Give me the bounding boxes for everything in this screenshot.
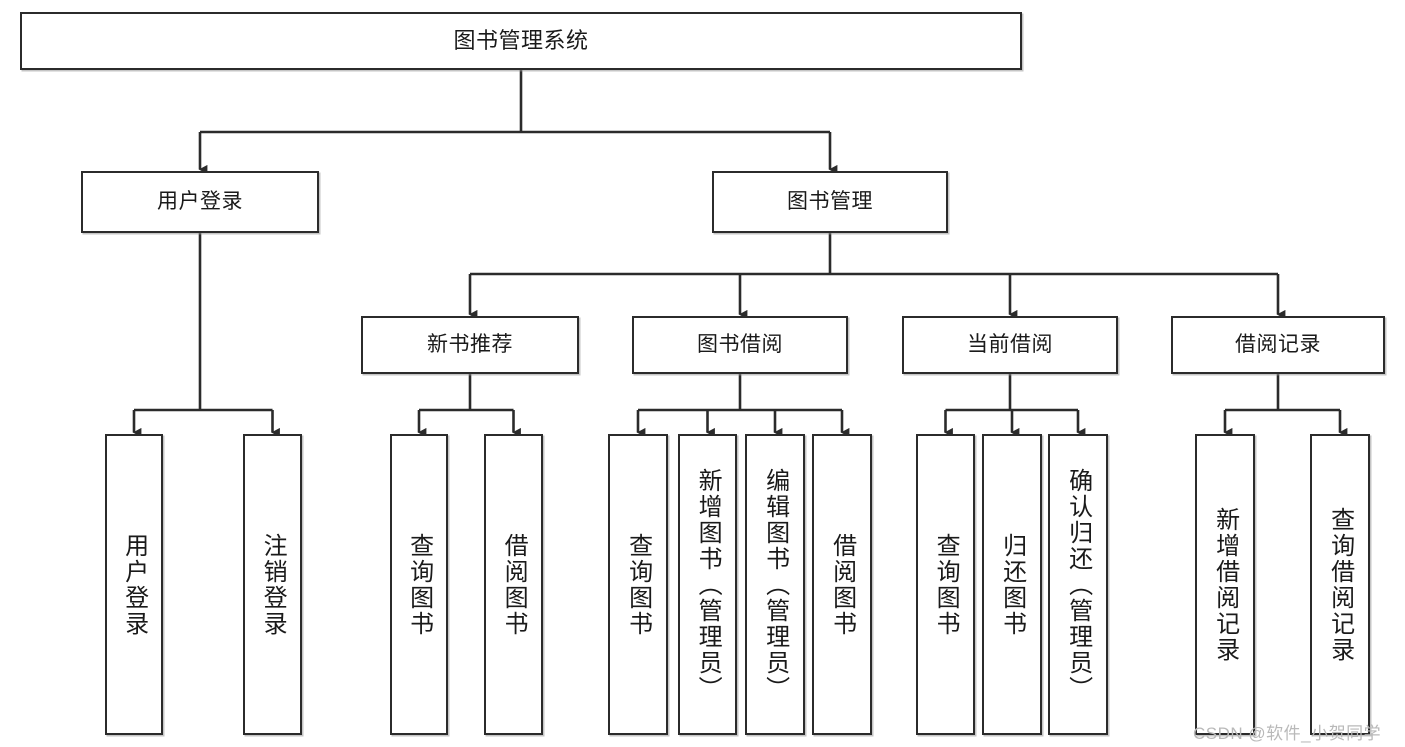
node-label: 编辑图书（管理员） <box>761 467 789 702</box>
node-login[interactable]: 用户登录 <box>81 171 319 233</box>
node-leaf-user-login[interactable]: 用户登录 <box>105 434 163 735</box>
node-label: 借阅记录 <box>1235 332 1321 356</box>
node-leaf-logout[interactable]: 注销登录 <box>243 434 302 735</box>
node-root[interactable]: 图书管理系统 <box>20 12 1022 70</box>
node-label: 借阅图书 <box>828 532 856 637</box>
node-label: 借阅图书 <box>500 532 528 637</box>
node-borrow[interactable]: 图书借阅 <box>632 316 848 374</box>
node-label: 确认归还（管理员） <box>1064 467 1092 702</box>
node-label: 查询图书 <box>624 532 652 637</box>
node-leaf-borrow-book-1[interactable]: 借阅图书 <box>484 434 543 735</box>
node-label: 新书推荐 <box>427 332 513 356</box>
node-records[interactable]: 借阅记录 <box>1171 316 1385 374</box>
node-label: 图书管理 <box>787 189 873 213</box>
node-leaf-confirm-return[interactable]: 确认归还（管理员） <box>1048 434 1108 735</box>
node-leaf-query-record[interactable]: 查询借阅记录 <box>1310 434 1370 735</box>
csdn-watermark: CSDN @软件_小贺同学 <box>1193 724 1382 743</box>
node-label: 图书管理系统 <box>453 28 589 54</box>
node-leaf-borrow-book-2[interactable]: 借阅图书 <box>812 434 872 735</box>
node-newbook[interactable]: 新书推荐 <box>361 316 579 374</box>
node-label: 注销登录 <box>259 532 287 637</box>
node-label: 查询借阅记录 <box>1326 506 1354 663</box>
node-label: 查询图书 <box>932 532 960 637</box>
node-label: 用户登录 <box>157 189 243 213</box>
node-leaf-return-book[interactable]: 归还图书 <box>982 434 1042 735</box>
node-label: 新增借阅记录 <box>1211 506 1239 663</box>
node-label: 当前借阅 <box>967 332 1053 356</box>
node-leaf-add-book[interactable]: 新增图书（管理员） <box>678 434 737 735</box>
node-label: 用户登录 <box>120 532 148 637</box>
node-label: 查询图书 <box>405 532 433 637</box>
node-current[interactable]: 当前借阅 <box>902 316 1118 374</box>
node-leaf-query-book-3[interactable]: 查询图书 <box>916 434 975 735</box>
node-leaf-query-book-2[interactable]: 查询图书 <box>608 434 668 735</box>
node-label: 新增图书（管理员） <box>694 467 722 702</box>
node-leaf-query-book-1[interactable]: 查询图书 <box>390 434 448 735</box>
node-label: 归还图书 <box>998 532 1026 637</box>
node-leaf-edit-book[interactable]: 编辑图书（管理员） <box>745 434 805 735</box>
node-leaf-add-record[interactable]: 新增借阅记录 <box>1195 434 1255 735</box>
node-bookmgmt[interactable]: 图书管理 <box>712 171 948 233</box>
node-label: 图书借阅 <box>697 332 783 356</box>
